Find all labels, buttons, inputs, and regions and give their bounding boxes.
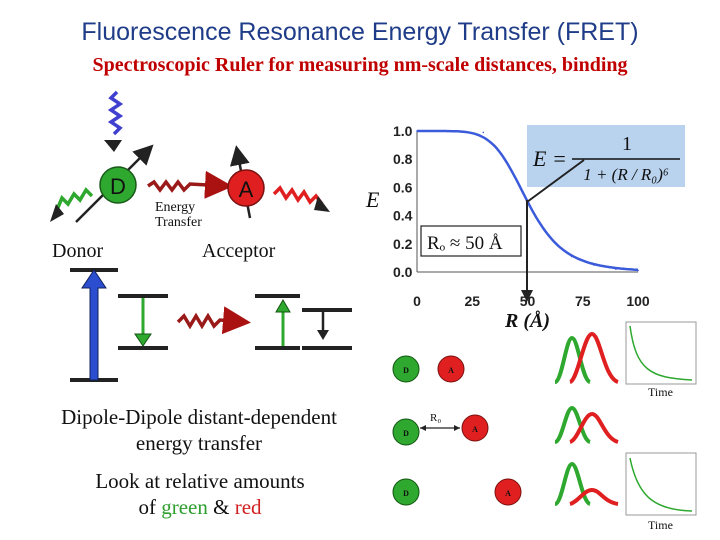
page-title: Fluorescence Resonance Energy Transfer (…	[81, 18, 639, 46]
r-axis-label: R (Å)	[504, 310, 550, 332]
transfer-wave-lower	[176, 306, 251, 335]
chart-data-point	[593, 264, 595, 266]
chart-data-point	[438, 130, 440, 132]
distance-comparison: D A D A R₀ D A	[392, 355, 522, 506]
svg-text:A: A	[472, 425, 478, 434]
relative-line2: of green & red	[52, 494, 348, 520]
e-axis-label: E	[365, 187, 380, 212]
chart-y-tick-label: 0.6	[393, 179, 413, 195]
svg-text:D: D	[403, 489, 409, 498]
energy-transfer-label: Energy Transfer	[155, 200, 202, 230]
emission-spectra	[553, 331, 620, 506]
formula-denominator: 1 + (R / R₀)⁶	[583, 165, 669, 184]
r0-annotation: Rₒ ≈ 50 Å	[427, 233, 503, 254]
chart-data-point	[637, 269, 639, 272]
dipole-description: Dipole-Dipole distant-dependent energy t…	[36, 404, 362, 456]
chart-y-tick-label: 1.0	[393, 123, 413, 139]
r0-box	[420, 225, 522, 257]
formula-box	[527, 125, 685, 187]
chart-x-tick-label: 25	[464, 293, 480, 309]
donor-circle-label: D	[110, 174, 126, 199]
energy-transfer-line1: Energy	[155, 200, 196, 215]
acceptor-circle-label: A	[239, 177, 254, 202]
svg-text:Time: Time	[648, 518, 673, 532]
energy-transfer-wave	[147, 170, 233, 199]
excitation-arrow	[81, 269, 107, 381]
donor-emission-wave	[54, 187, 94, 213]
chart-data-point	[482, 131, 485, 134]
svg-text:A: A	[448, 366, 454, 375]
dipole-line1: Dipole-Dipole distant-dependent	[61, 405, 337, 429]
green-word: green	[161, 495, 208, 519]
donor-label: Donor	[52, 240, 104, 262]
decay-plots: Time Time	[625, 321, 697, 532]
excitation-wave	[107, 90, 124, 136]
chart-x-tick-label: 75	[575, 293, 591, 309]
chart-y-tick-label: 0.4	[393, 208, 413, 224]
dipole-line2: energy transfer	[135, 431, 263, 455]
amp: &	[207, 495, 235, 519]
chart-x-tick-label: 50	[520, 293, 536, 309]
chart-y-tick-label: 0.8	[393, 151, 413, 167]
acceptor-emission-arrowhead	[314, 196, 330, 212]
svg-text:A: A	[505, 489, 511, 498]
chart-y-tick-label: 0.0	[393, 264, 413, 280]
relative-line1: Look at relative amounts	[95, 469, 305, 493]
energy-transfer-line2: Transfer	[155, 215, 202, 230]
excitation-arrowhead	[104, 140, 122, 152]
acceptor-circle	[227, 169, 265, 207]
chart-data-point	[515, 178, 518, 180]
chart-data-point	[570, 255, 573, 258]
acceptor-emission-wave	[272, 185, 324, 206]
red-word: red	[234, 495, 262, 519]
chart-x-tick-label: 0	[413, 293, 421, 309]
chart-data-point	[416, 130, 418, 132]
page-subtitle: Spectroscopic Ruler for measuring nm-sca…	[92, 54, 628, 76]
chart-data-point	[537, 220, 540, 223]
relative-pre: of	[138, 495, 162, 519]
donor-emission-arrowhead	[50, 204, 64, 222]
chart-data-point	[548, 235, 551, 238]
chart-data-point	[615, 268, 617, 270]
fret-efficiency-chart: 0.0 0.2 0.4 0.6 0.8 1.0 0 25 50 75 100	[393, 123, 650, 309]
chart-data-point	[504, 159, 507, 162]
acceptor-label: Acceptor	[202, 240, 276, 262]
chart-data-point	[460, 130, 463, 132]
svg-text:Time: Time	[648, 385, 673, 399]
formula-lhs: E =	[532, 146, 567, 171]
relative-amounts: Look at relative amounts of green & red	[52, 468, 348, 520]
svg-text:D: D	[403, 366, 409, 375]
e-pointer	[526, 159, 585, 203]
svg-text:D: D	[403, 429, 409, 438]
svg-text:R₀: R₀	[430, 412, 441, 424]
chart-y-tick-label: 0.2	[393, 236, 413, 252]
donor-circle	[99, 166, 137, 204]
chart-x-tick-label: 100	[626, 293, 650, 309]
formula-numerator: 1	[622, 133, 632, 155]
energy-levels	[70, 268, 352, 382]
